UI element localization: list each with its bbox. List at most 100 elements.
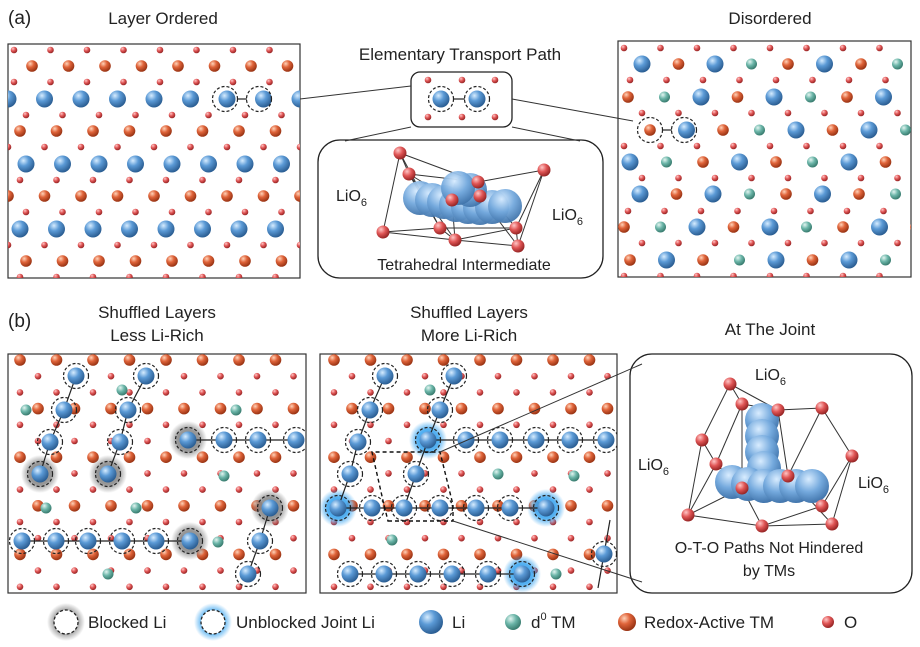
- oxygen-atom: [770, 207, 778, 215]
- d0-tm-atom: [424, 384, 436, 396]
- d0-tm-atom: [890, 188, 901, 200]
- joint-caption-2: by TMs: [743, 563, 795, 580]
- oxygen-atom: [217, 567, 224, 574]
- d0-tm-atom: [130, 502, 142, 514]
- oxygen-atom: [16, 421, 24, 429]
- d0-tm-atom: [40, 502, 52, 514]
- oxygen-atom: [766, 142, 774, 150]
- oxygen-atom: [638, 109, 646, 117]
- oxygen-atom: [476, 486, 484, 493]
- redox-tm-atom: [780, 188, 792, 200]
- oxygen-atom: [876, 272, 883, 277]
- redox-tm-atom: [697, 254, 709, 266]
- li-atom: [688, 218, 706, 236]
- oxygen-atom: [168, 111, 176, 119]
- redox-tm-atom: [233, 354, 245, 366]
- redox-tm-atom: [56, 255, 69, 267]
- oxygen-atom: [531, 470, 538, 477]
- d0-tm-atom: [386, 534, 398, 546]
- li-atom: [11, 220, 29, 238]
- oxygen-atom: [34, 534, 42, 542]
- d0-tm-atom: [659, 91, 670, 103]
- oxygen-atom: [586, 421, 593, 429]
- redox-tm-atom: [328, 548, 340, 561]
- redox-tm-atom: [328, 354, 340, 366]
- oxygen-atom: [296, 143, 300, 151]
- d0-tm-atom: [880, 254, 891, 266]
- li-atom: [445, 367, 463, 385]
- redox-tm-atom: [87, 354, 99, 366]
- oxygen-atom: [168, 208, 176, 216]
- d0-tm-atom: [655, 221, 666, 233]
- oxygen-atom: [385, 470, 392, 477]
- redox-tm-atom: [178, 402, 190, 415]
- oxygen-atom: [448, 233, 462, 247]
- polyhedron-edge: [382, 227, 441, 233]
- oxygen-atom: [41, 241, 48, 249]
- oxygen-atom: [537, 163, 551, 177]
- li-atom: [251, 532, 269, 550]
- oxygen-atom: [748, 109, 755, 117]
- redox-tm-atom: [474, 451, 486, 464]
- oxygen-atom: [695, 433, 709, 447]
- joint-lio6-left: LiO6: [638, 457, 669, 478]
- oxygen-atom: [657, 142, 664, 150]
- li-atom: [479, 565, 497, 583]
- li-site-ring: [42, 527, 70, 555]
- oxygen-atom: [491, 76, 499, 84]
- polyhedron-edge: [701, 383, 731, 441]
- li-atom: [215, 431, 233, 449]
- redox-tm-atom: [160, 354, 172, 366]
- li-site-ring: [371, 362, 399, 390]
- oxygen-atom: [229, 78, 237, 86]
- oxygen-atom: [624, 207, 632, 215]
- oxygen-atom: [421, 372, 429, 380]
- redox-tm-atom: [401, 548, 413, 561]
- oxygen-atom: [913, 45, 920, 52]
- oxygen-atom: [403, 583, 411, 591]
- oxygen-atom: [8, 143, 12, 151]
- polyhedron-edge: [454, 239, 519, 247]
- oxygen-atom: [433, 221, 447, 235]
- oxygen-atom: [367, 518, 374, 526]
- oxygen-atom: [22, 208, 30, 216]
- oxygen-atom: [235, 273, 243, 278]
- redox-tm-atom: [257, 190, 270, 202]
- redox-tm-atom: [87, 125, 99, 137]
- oxygen-atom: [675, 239, 682, 247]
- redox-tm-atom: [245, 60, 257, 72]
- oxygen-atom: [476, 421, 484, 429]
- oxygen-atom: [623, 584, 630, 591]
- redox-tm-atom: [437, 354, 450, 366]
- li-site-ring: [556, 426, 584, 454]
- oxygen-atom: [162, 486, 170, 493]
- oxygen-atom: [199, 486, 206, 493]
- redox-tm-atom: [275, 255, 288, 267]
- oxygen-atom: [586, 583, 593, 591]
- oxygen-atom: [781, 469, 795, 483]
- redox-tm-atom: [547, 451, 559, 464]
- li-site-ring: [256, 494, 284, 522]
- redox-tm-atom: [672, 58, 685, 70]
- oxygen-atom: [393, 146, 407, 160]
- li-atom: [491, 431, 509, 449]
- oxygen-atom: [623, 486, 630, 493]
- oxygen-atom: [376, 225, 390, 239]
- redox-tm-atom: [184, 190, 197, 202]
- redox-tm-atom: [123, 451, 136, 464]
- oxygen-atom: [330, 583, 338, 591]
- li-atom: [121, 220, 138, 238]
- redox-tm-atom: [547, 354, 559, 366]
- oxygen-atom: [162, 518, 170, 526]
- oxygen-atom: [697, 207, 705, 215]
- redox-tm-atom: [178, 500, 190, 512]
- oxygen-atom: [549, 421, 557, 429]
- li-atom: [8, 90, 17, 108]
- li-atom: [457, 431, 475, 449]
- d0-tm-atom: [746, 58, 757, 70]
- oxygen-atom: [71, 437, 78, 445]
- li-atom: [376, 367, 394, 385]
- redox-tm-atom: [510, 451, 523, 464]
- redox-tm-atom: [160, 548, 172, 561]
